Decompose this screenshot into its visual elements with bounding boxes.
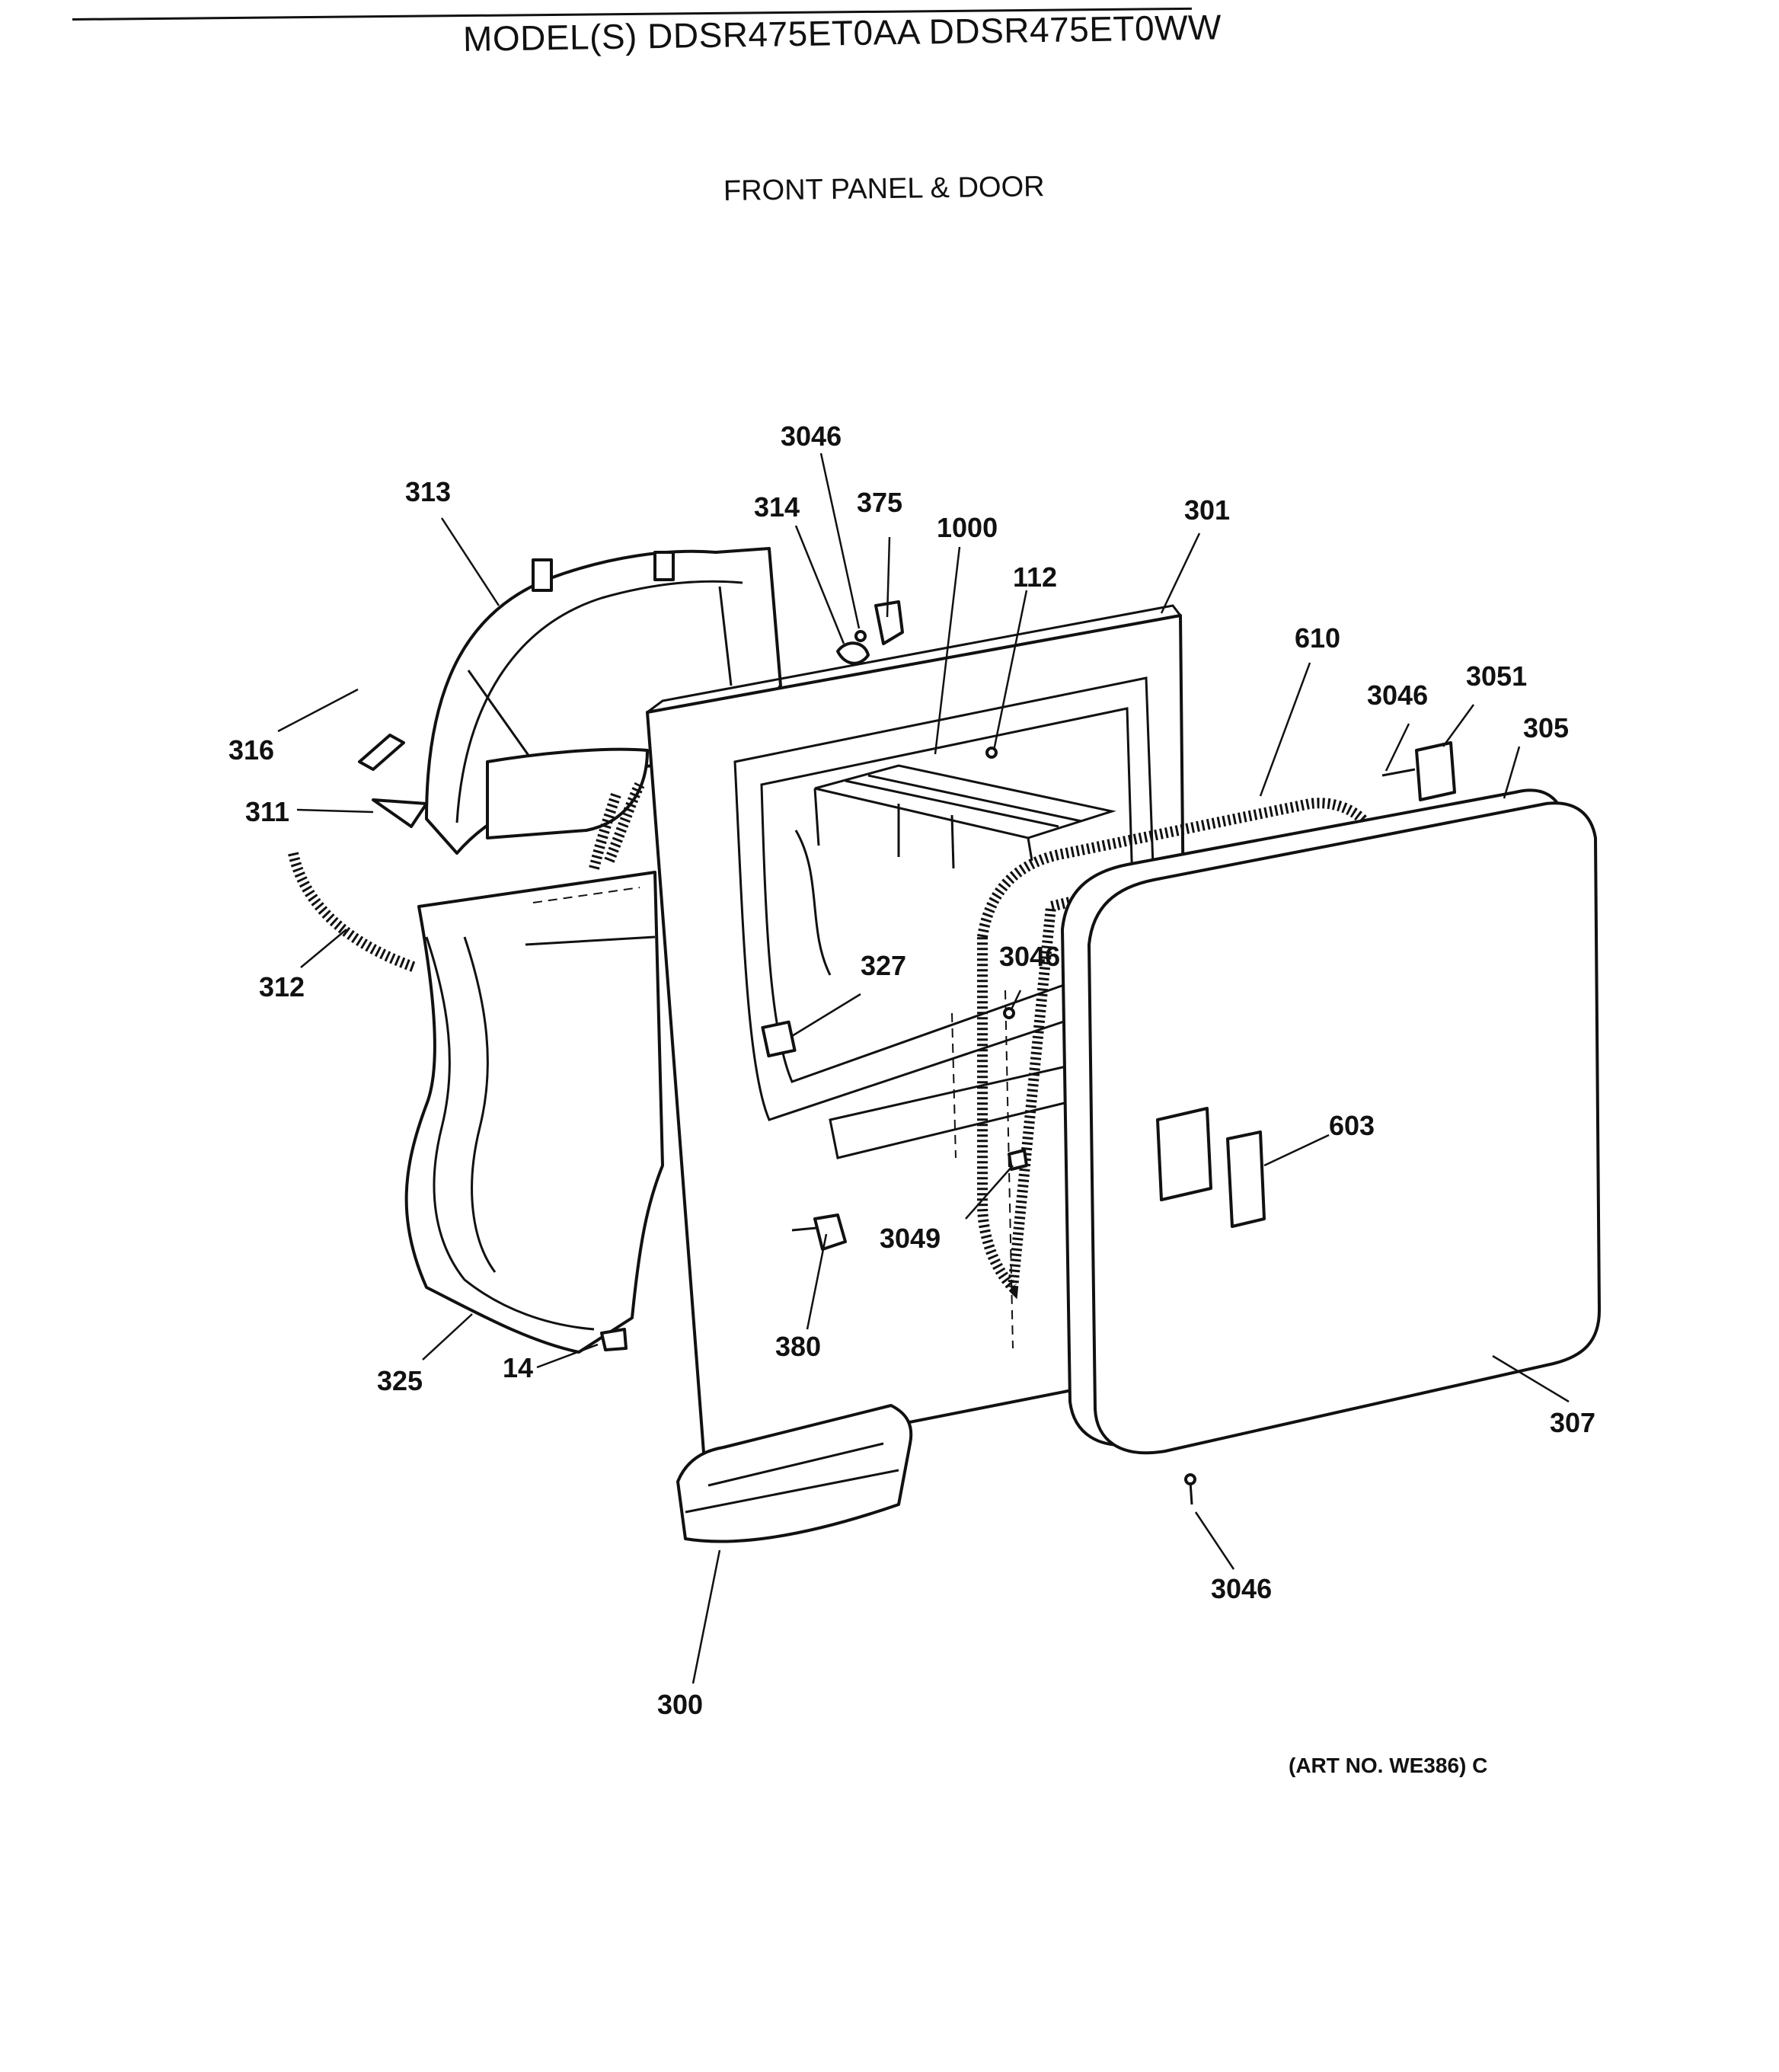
callout-305: 305 — [1523, 712, 1569, 743]
callout-3046-right: 3046 — [1367, 679, 1428, 711]
art-number: (ART NO. WE386) C — [1289, 1754, 1488, 1777]
callout-311: 311 — [245, 796, 289, 827]
callout-327: 327 — [861, 950, 906, 981]
callout-3046-mid: 3046 — [999, 941, 1060, 972]
callout-301: 301 — [1184, 494, 1230, 526]
callout-610: 610 — [1295, 622, 1340, 654]
clip-part-14 — [600, 1328, 628, 1351]
clip-part-3049 — [1008, 1149, 1028, 1171]
callout-14: 14 — [503, 1352, 533, 1383]
hardware-part-375 — [874, 600, 904, 645]
callout-300: 300 — [657, 1689, 703, 1720]
screw-part-3046-bottom — [1189, 1481, 1193, 1505]
hardware-part-314 — [836, 641, 870, 665]
callout-603: 603 — [1329, 1110, 1375, 1141]
callout-314: 314 — [754, 491, 800, 523]
bracket-part-327 — [761, 1020, 797, 1058]
strip-part-316 — [358, 734, 405, 771]
callout-313: 313 — [405, 476, 451, 507]
callout-3046-bottom: 3046 — [1211, 1573, 1272, 1604]
callout-316: 316 — [228, 734, 274, 766]
callout-325: 325 — [377, 1365, 423, 1396]
callout-3049: 3049 — [880, 1223, 941, 1254]
latch-screw-3046 — [1381, 768, 1416, 777]
door-panel-part-307 — [1088, 801, 1601, 1455]
duct-part-311 — [372, 747, 649, 870]
screw-head-3046-top — [854, 630, 867, 642]
callout-307: 307 — [1550, 1407, 1595, 1438]
front-panel-part-301 — [646, 604, 1190, 1464]
switch-part-380 — [813, 1213, 847, 1251]
latch-part-3051 — [1415, 741, 1456, 801]
drying-rack-part-1000 — [813, 764, 1116, 869]
screw-head-3046-mid — [1003, 1007, 1015, 1019]
switch-wire-380 — [791, 1226, 817, 1232]
callout-112: 112 — [1013, 561, 1057, 593]
door-gasket-part-610 — [977, 798, 1379, 1300]
felt-seal-part-312 — [288, 852, 417, 973]
callout-3051: 3051 — [1466, 660, 1527, 692]
callout-3046-top: 3046 — [781, 420, 842, 452]
front-duct-part-325 — [404, 871, 664, 1354]
callout-1000: 1000 — [937, 512, 998, 543]
callout-380: 380 — [775, 1331, 821, 1362]
leader-lines — [277, 452, 1570, 1684]
console-part-300 — [676, 1404, 913, 1543]
callout-labels: 3046 313 314 375 1000 301 112 610 3046 3… — [228, 420, 1595, 1720]
callout-375: 375 — [857, 487, 902, 518]
screw-head-3046-bottom — [1184, 1473, 1196, 1485]
callout-312: 312 — [259, 971, 305, 1002]
